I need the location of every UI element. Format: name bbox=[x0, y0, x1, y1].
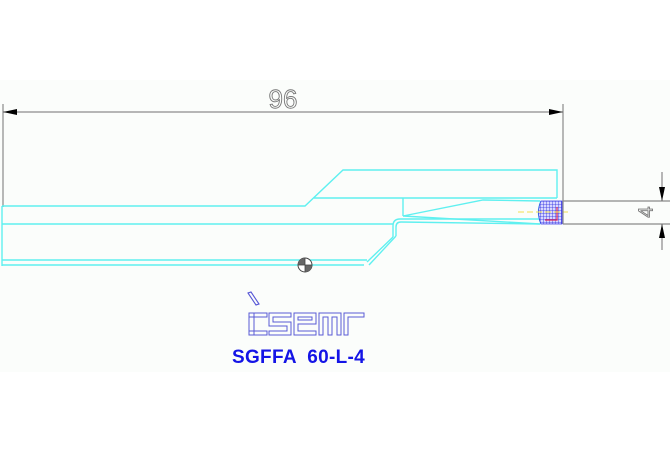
tool-body-outline bbox=[1, 169, 558, 266]
drawing-area bbox=[0, 80, 670, 372]
iscar-logo bbox=[247, 291, 365, 336]
center-of-gravity-icon bbox=[297, 257, 313, 273]
dimension-cutting-width-value: 4 bbox=[635, 206, 657, 217]
arrow-up-icon bbox=[659, 224, 665, 238]
arrow-left-icon bbox=[3, 109, 17, 115]
arrow-down-icon bbox=[659, 187, 665, 201]
part-number-label: SGFFA 60-L-4 bbox=[232, 347, 366, 368]
dimension-overall-length-value: 96 bbox=[269, 84, 298, 114]
dimension-overall-length: 96 bbox=[2, 84, 564, 207]
dimension-cutting-width: 4 bbox=[562, 172, 670, 250]
arrow-right-icon bbox=[549, 109, 563, 115]
